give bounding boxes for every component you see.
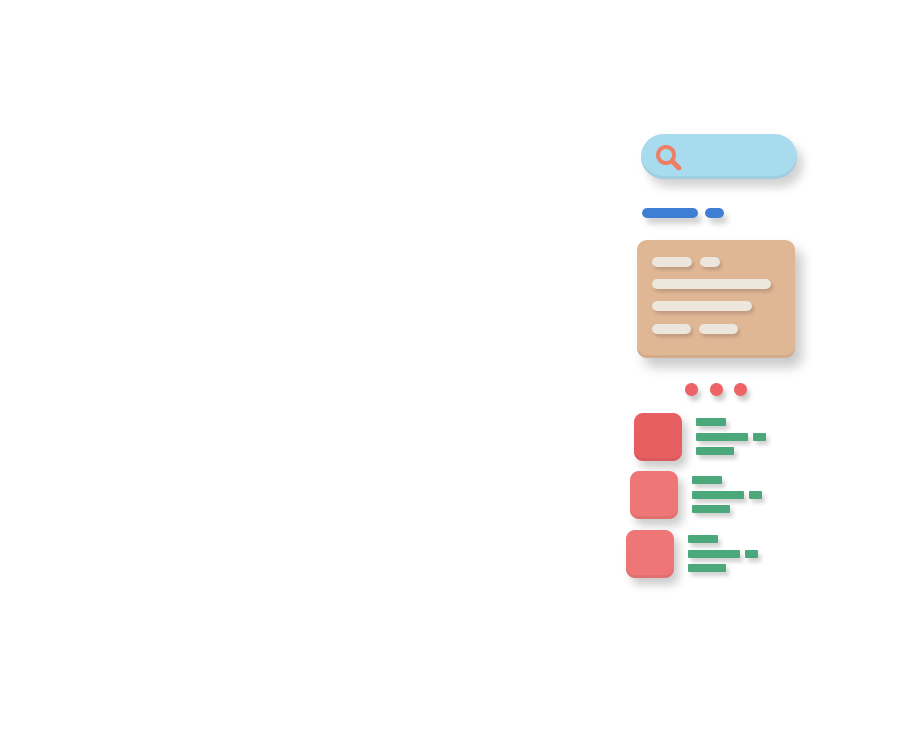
text-placeholder-line — [692, 476, 722, 484]
list-item[interactable] — [630, 471, 790, 521]
nav-pill-long[interactable] — [642, 208, 698, 218]
thumbnail — [634, 413, 682, 461]
nav-pill-short[interactable] — [705, 208, 724, 218]
list-item[interactable] — [626, 530, 786, 580]
pagination-dot[interactable] — [685, 383, 698, 396]
text-placeholder-bar — [652, 257, 692, 267]
pagination-dot[interactable] — [734, 383, 747, 396]
content-card[interactable] — [637, 240, 795, 358]
text-placeholder-line — [753, 433, 766, 441]
text-placeholder-bar — [700, 257, 720, 267]
text-placeholder-bar — [699, 324, 738, 334]
search-bar[interactable] — [641, 134, 797, 179]
pagination-dot[interactable] — [710, 383, 723, 396]
text-placeholder-line — [688, 550, 740, 558]
search-icon — [654, 143, 682, 171]
text-placeholder-line — [749, 491, 762, 499]
text-placeholder-line — [696, 447, 734, 455]
text-placeholder-line — [692, 505, 730, 513]
text-placeholder-bar — [652, 279, 771, 289]
text-placeholder-line — [688, 535, 718, 543]
text-placeholder-line — [692, 491, 744, 499]
thumbnail — [626, 530, 674, 578]
text-placeholder-bar — [652, 301, 752, 311]
text-placeholder-line — [745, 550, 758, 558]
list-item[interactable] — [634, 413, 794, 463]
text-placeholder-line — [696, 418, 726, 426]
thumbnail — [630, 471, 678, 519]
text-placeholder-line — [696, 433, 748, 441]
text-placeholder-bar — [652, 324, 691, 334]
text-placeholder-line — [688, 564, 726, 572]
